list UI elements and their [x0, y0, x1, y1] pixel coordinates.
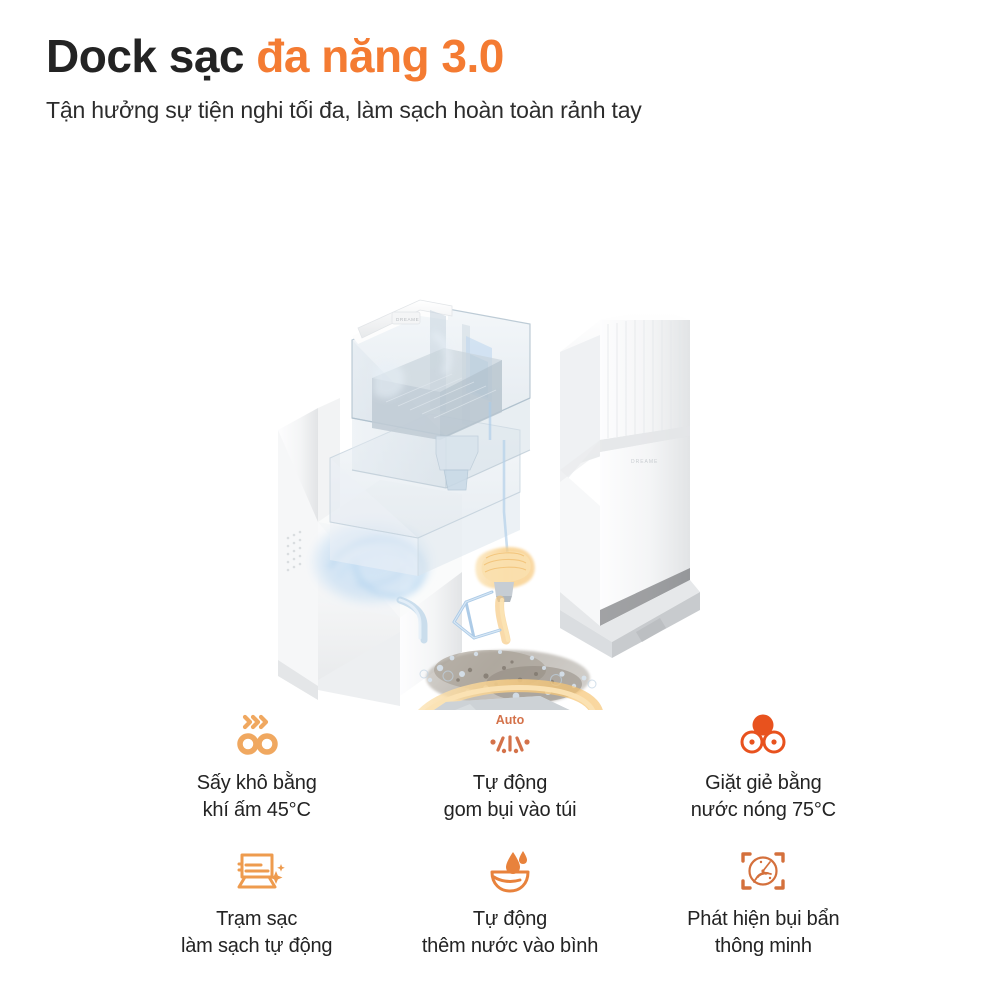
- water-tank-assembly: DREAME: [329, 299, 531, 576]
- page-subtitle: Tận hưởng sự tiện nghi tối đa, làm sạch …: [46, 96, 642, 123]
- feature-label: Tự động gom bụi vào túi: [443, 772, 577, 821]
- page-title-primary: Dock sạc: [46, 30, 257, 82]
- feature-item-dirt-detection: Phát hiện bụi bẩn thông minh: [637, 842, 890, 974]
- feature-item-heat-dry: Sấy khô bằng khí ấm 45°C: [130, 706, 383, 842]
- heat-dry-icon: [231, 706, 283, 764]
- dirt-detection-scan-icon: [737, 842, 789, 900]
- svg-text:DREAME: DREAME: [396, 317, 419, 322]
- self-clean-dock-icon: [229, 842, 285, 900]
- feature-label: Phát hiện bụi bẩn thông minh: [687, 908, 840, 957]
- auto-dust-collect-icon: Auto: [482, 706, 538, 764]
- feature-label: Giặt giẻ bằng nước nóng 75°C: [690, 772, 836, 821]
- page-title-accent: đa năng 3.0: [256, 30, 504, 82]
- hot-water-wash-icon: [737, 706, 789, 764]
- feature-label: Tự động thêm nước vào bình: [421, 908, 599, 957]
- hero-product-image: DREAME: [0, 140, 1000, 710]
- feature-item-self-clean-dock: Trạm sạc làm sạch tự động: [130, 842, 383, 974]
- auto-badge-text: Auto: [496, 713, 525, 727]
- dock-exploded-render: DREAME: [278, 299, 700, 710]
- feature-item-auto-water-refill: Tự động thêm nước vào bình: [383, 842, 636, 974]
- page-header: Dock sạc đa năng 3.0 Tận hưởng sự tiện n…: [0, 0, 1000, 124]
- svg-text:DREAME: DREAME: [631, 459, 658, 465]
- dock-outer-shell: DREAME: [560, 312, 700, 658]
- features-grid: Sấy khô bằng khí ấm 45°C Auto Tự động go…: [130, 706, 890, 974]
- feature-item-auto-dust-collect: Auto Tự động gom bụi vào túi: [383, 706, 636, 842]
- mop-plate-assembly: [418, 679, 603, 710]
- feature-label: Sấy khô bằng khí ấm 45°C: [196, 772, 317, 821]
- auto-water-refill-icon: [484, 842, 536, 900]
- hot-air-nozzle: [452, 547, 535, 645]
- feature-item-hot-water-wash: Giặt giẻ bằng nước nóng 75°C: [637, 706, 890, 842]
- page-title: Dock sạc đa năng 3.0: [46, 30, 1000, 83]
- feature-label: Trạm sạc làm sạch tự động: [180, 908, 333, 957]
